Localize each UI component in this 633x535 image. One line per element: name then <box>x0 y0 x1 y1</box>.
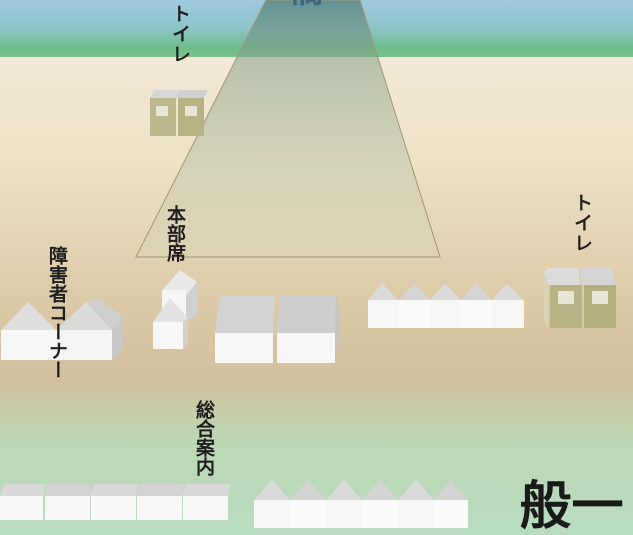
accessible-tent-left <box>1 302 56 360</box>
bridge-walkway <box>135 0 441 258</box>
tent-row-bottom-center <box>254 480 468 528</box>
info-desk-label: 総合案内 <box>193 400 215 476</box>
tent-row-bottom-center-2 <box>290 480 326 528</box>
tent-row-middle-4 <box>461 283 492 328</box>
tent-row-bottom-center-3 <box>326 480 362 528</box>
toilet-label-right: トイレ <box>571 193 593 253</box>
tent-row-bottom-center-1 <box>254 480 290 528</box>
toilet-building-right <box>544 268 616 328</box>
large-tent-left <box>215 296 275 363</box>
hq-tent-lower <box>153 298 188 349</box>
general-area-label: 一般 <box>510 478 623 530</box>
tent-row-bottom-left-2 <box>44 484 92 520</box>
tent-row-bottom-center-4 <box>362 480 398 528</box>
tent-row-middle <box>368 283 524 328</box>
tent-row-bottom-left-5 <box>182 484 230 520</box>
tent-row-middle-2 <box>399 283 430 328</box>
toilet-label-left: トイレ <box>169 4 191 64</box>
bridge-label: 橋 <box>281 0 323 6</box>
accessible-corner-label: 障害者コーナー <box>46 246 68 379</box>
accessible-tent-right <box>56 299 123 360</box>
tent-row-bottom-left-3 <box>90 484 138 520</box>
hq-label: 本部席 <box>164 205 186 262</box>
toilet-building-left <box>150 90 208 136</box>
tent-row-bottom-center-5 <box>398 480 434 528</box>
tent-row-middle-3 <box>430 283 461 328</box>
tent-row-bottom-left-1 <box>0 484 45 520</box>
large-tent-right <box>276 296 340 363</box>
tent-row-bottom-left <box>0 484 230 520</box>
tent-row-middle-1 <box>368 283 399 328</box>
tent-row-bottom-center-6 <box>434 480 468 528</box>
tent-row-middle-5 <box>492 283 524 328</box>
tent-row-bottom-left-4 <box>136 484 184 520</box>
